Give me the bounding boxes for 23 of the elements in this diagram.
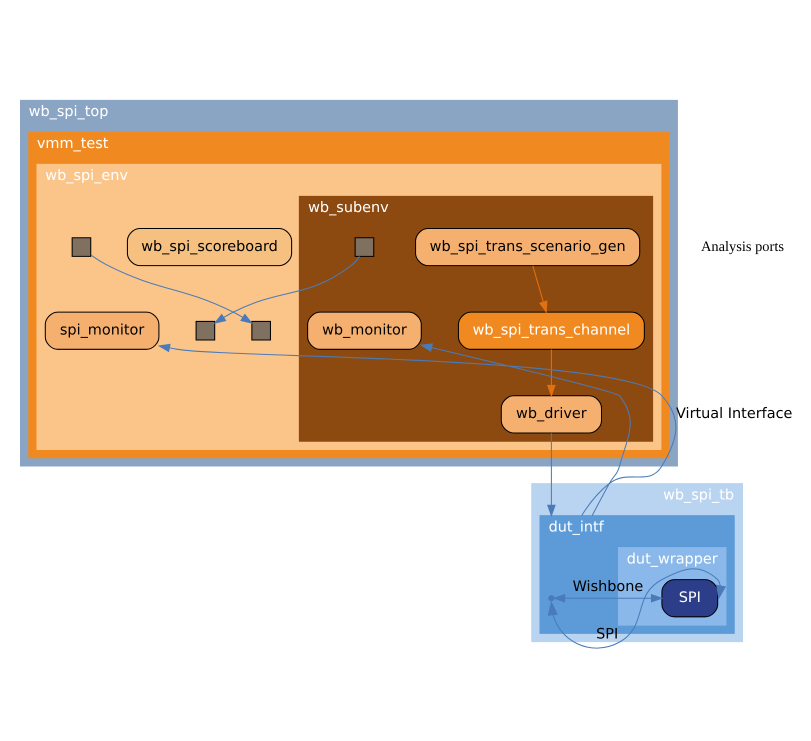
node-box: spi_monitor xyxy=(44,311,160,350)
label: Analysis ports xyxy=(700,238,784,254)
arrow xyxy=(158,343,676,516)
node-box: wb_spi_trans_scenario_gen xyxy=(415,227,640,266)
edge-label: Virtual Interface xyxy=(676,406,792,422)
arrow xyxy=(548,568,726,648)
node-box: wb_spi_scoreboard xyxy=(126,227,292,266)
node-box: SPI xyxy=(661,578,718,617)
arrow xyxy=(532,265,548,314)
edge-label: Wishbone xyxy=(572,578,644,595)
node-box xyxy=(354,236,374,256)
node-box: wb_driver xyxy=(500,394,602,433)
node-box xyxy=(72,236,92,256)
arrow xyxy=(552,593,664,602)
node-box: wb_monitor xyxy=(307,311,422,350)
arrow xyxy=(547,348,556,397)
arrow xyxy=(420,342,631,516)
arrow xyxy=(90,254,253,324)
node-box xyxy=(196,320,216,340)
arrow xyxy=(214,256,360,324)
node-box: wb_spi_trans_channel xyxy=(458,311,645,350)
arrow xyxy=(547,432,556,517)
node-box xyxy=(251,320,271,340)
